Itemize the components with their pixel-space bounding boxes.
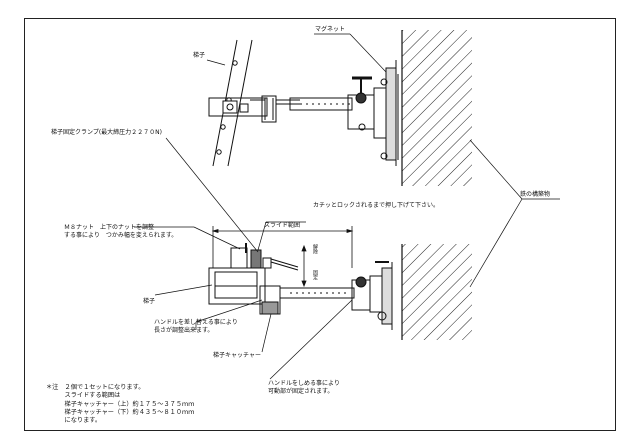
note-line: スライドする範囲は	[46, 392, 121, 400]
slide-bar-bottom	[279, 261, 393, 330]
label-handle-length-line2: 長さが調整出来ます。	[154, 327, 214, 334]
label-handle-fix-line2: 可動部が固定されます。	[268, 388, 334, 395]
leader-lines	[134, 33, 560, 380]
label-handle-length-line1: ハンドルを差し替える事により	[154, 319, 238, 326]
label-ladder-bottom: 梯子	[143, 298, 156, 305]
note-line: 梯子キャッチャー（上）約１７５～３７５ｍｍ	[46, 400, 195, 408]
iron-wall-top	[401, 30, 472, 186]
slide-range-dimension	[211, 226, 354, 268]
lock-direction-arrow	[301, 244, 307, 288]
slide-bar-top	[289, 60, 399, 166]
label-ladder-top: 梯子	[193, 52, 206, 59]
note-line: ＊注 ２個で１セットになります。	[46, 384, 145, 391]
label-nut-line2: する事により つかみ幅を変えられます。	[64, 232, 178, 239]
label-lock: 固定	[312, 270, 318, 280]
iron-wall-bottom	[401, 244, 472, 340]
drawing-frame	[24, 18, 616, 431]
label-iron-structure: 鉄の構築物	[520, 191, 551, 198]
ladder-clamp-bottom	[230, 243, 299, 271]
note-line: になります。	[46, 417, 102, 425]
label-ladder-clamp: 梯子固定クランプ(最大締圧力２２７０N)	[51, 129, 162, 136]
label-unlock: 解除	[312, 244, 318, 254]
note-line: 梯子キャッチャー（下）約４３５～８１０ｍｍ	[46, 408, 195, 416]
ladder-catcher-bottom	[208, 267, 281, 315]
label-magnet: マグネット	[315, 26, 346, 33]
label-lock-instruction: カチッとロックされるまで押し下げて下さい。	[313, 202, 440, 209]
label-ladder-catcher: 梯子キャッチャー	[213, 352, 261, 359]
label-slide-range: スライド範囲	[264, 222, 301, 229]
label-handle-fix-line1: ハンドルをしめる事により	[268, 380, 340, 387]
label-nut-line1: Ｍ８ナット 上下のナットを調整	[64, 224, 155, 231]
ladder-clamp-top	[208, 95, 300, 123]
notes-block: ＊注 ２個で１セットになります。 スライドする範囲は 梯子キャッチャー（上）約１…	[46, 384, 194, 425]
